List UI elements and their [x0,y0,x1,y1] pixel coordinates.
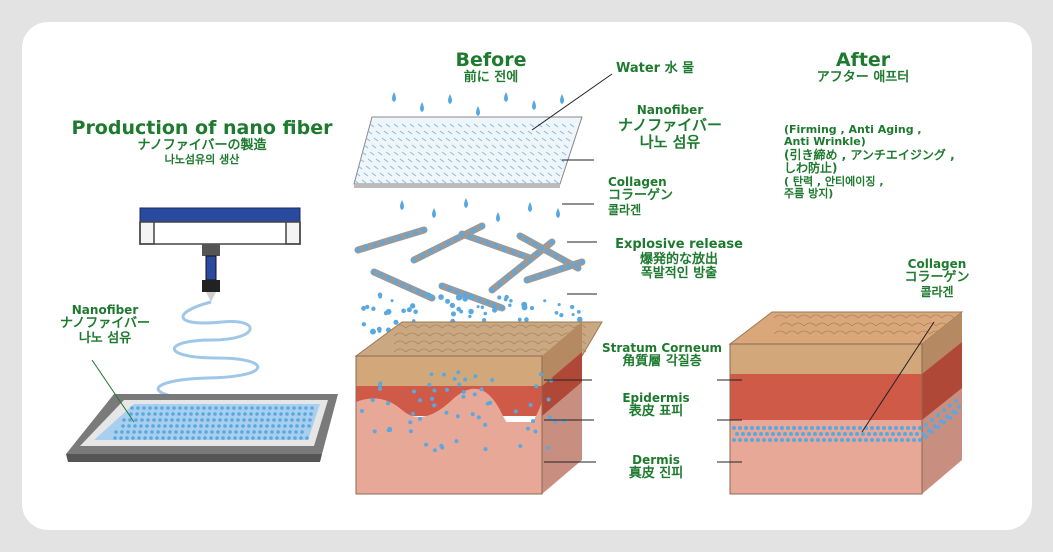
electrospinning-device [139,207,301,302]
nanofiber-left-en: Nanofiber [71,303,139,317]
skin-block-before [354,321,603,495]
collagen-after-jp: コラーゲン [904,270,970,286]
water-label: Water 水 물 [616,61,695,76]
stratum-sub: 角質層 각질층 [622,354,702,370]
skin-collagen-dots-after [732,398,961,442]
diagram-artwork [66,73,964,495]
nanofiber-sheet [353,116,583,188]
benefit-kr-1: ( 탄력 , 안티에이징 , [784,174,884,188]
before-heading: Before 前に 전에 [426,49,556,86]
epidermis-en: Epidermis [622,391,690,405]
dermis-en: Dermis [632,453,680,467]
collagen-after-en: Collagen [907,257,967,271]
nanofiber-dots-plate [113,406,314,440]
stratum-en: Stratum Corneum [601,341,723,355]
release-en: Explosive release [615,237,743,252]
nanofiber-before-en: Nanofiber [636,103,704,117]
production-title: Production of nano fiber [71,117,333,139]
nanofiber-left-kr: 나노 섬유 [78,330,132,346]
production-heading: Production of nano fiber ナノファイバーの製造 나노섬유… [62,117,342,166]
production-title-kr: 나노섬유의 생산 [164,152,240,166]
after-title: After [835,49,891,71]
nanofiber-before-kr: 나노 섬유 [639,133,701,152]
collector-plate [66,394,338,462]
benefit-kr-2: 주름 방지) [784,186,834,200]
benefits-label: (Firming , Anti Aging , Anti Wrinkle) (引… [784,123,955,200]
diagram-card: Production of nano fiber ナノファイバーの製造 나노섬유… [22,22,1032,530]
nanofiber-left-jp: ナノファイバー [59,316,151,332]
benefit-jp-1: (引き締め , アンチエイジング , [784,147,955,162]
after-leader-lines [717,321,935,463]
sheet-fiber-pattern [353,123,575,184]
release-kr: 폭발적인 방출 [640,266,718,282]
dermis-sub: 真皮 진피 [628,466,684,482]
benefit-jp-2: しわ防止) [784,161,838,176]
release-label: Explosive release 爆発的な放出 폭발적인 방출 [596,237,762,282]
epidermis-sub: 表皮 표피 [628,404,684,420]
before-title: Before [455,49,527,71]
benefit-en-1: (Firming , Anti Aging , [784,123,922,136]
nanofiber-label-left: Nanofiber ナノファイバー 나노 섬유 [50,303,160,347]
benefit-en-2: Anti Wrinkle) [784,135,866,149]
production-title-jp: ナノファイバーの製造 [137,138,267,154]
collagen-before-en: Collagen [608,175,667,189]
collagen-before-jp: コラーゲン [608,188,674,204]
collagen-before-kr: 콜라겐 [608,202,642,217]
release-jp: 爆発的な放出 [639,251,718,267]
after-title-sub: アフター 애프터 [816,70,910,86]
before-leader-lines [531,73,613,463]
nanofiber-before-jp: ナノファイバー [618,116,722,135]
collagen-after-kr: 콜라겐 [920,284,954,299]
skin-block-after [728,311,964,495]
epidermis-label: Epidermis 表皮 표피 [606,391,706,420]
after-heading: After アフター 애프터 [788,49,938,86]
collagen-label-after: Collagen コラーゲン 콜라겐 [882,257,992,299]
collagen-label-before: Collagen コラーゲン 콜라겐 [608,175,674,217]
nanofiber-label-before: Nanofiber ナノファイバー 나노 섬유 [600,103,740,152]
dermis-label: Dermis 真皮 진피 [606,453,706,482]
stratum-label: Stratum Corneum 角質層 각질층 [586,341,738,370]
skin-collagen-dots-before [360,370,566,453]
nanofiber-pointer-left [91,359,135,423]
before-title-sub: 前に 전에 [463,70,519,86]
water-drops-mid [400,198,560,222]
